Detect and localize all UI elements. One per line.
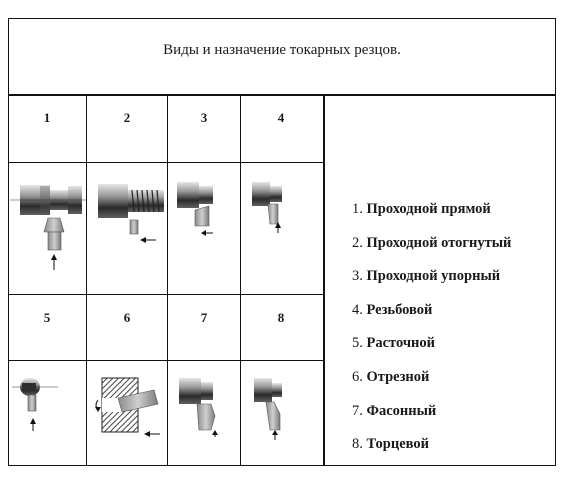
legend-label: Фасонный bbox=[366, 402, 437, 419]
cell-number-1: 1 bbox=[43, 110, 51, 125]
legend-item: 7. Фасонный bbox=[352, 402, 437, 419]
legend-item: 5. Расточной bbox=[352, 335, 436, 352]
tool-illustration-1 bbox=[10, 185, 86, 270]
grid-line bbox=[8, 360, 324, 361]
table-frame bbox=[8, 18, 556, 466]
tool-illustration-6 bbox=[95, 377, 160, 437]
legend-item: 2. Проходной отогнутый bbox=[352, 234, 512, 251]
cell-number-4: 4 bbox=[277, 110, 285, 125]
legend-item: 1. Проходной прямой bbox=[352, 201, 491, 217]
grid-line bbox=[86, 96, 87, 466]
tool-illustration-4 bbox=[252, 182, 282, 233]
cell-number-7: 7 bbox=[200, 310, 208, 325]
legend-item: 4. Резьбовой bbox=[352, 301, 433, 318]
cell-number-2: 2 bbox=[123, 110, 131, 125]
legend-item: 3. Проходной упорный bbox=[352, 268, 501, 285]
tool-illustration-8 bbox=[254, 378, 282, 440]
tool-illustration-2 bbox=[98, 184, 164, 243]
grid-line bbox=[240, 96, 241, 466]
legend-item: 6. Отрезной bbox=[352, 368, 430, 385]
legend-label: Расточной bbox=[366, 335, 436, 352]
legend-list: 1. Проходной прямой 2. Проходной отогнут… bbox=[352, 198, 511, 467]
cell-number-6: 6 bbox=[123, 310, 131, 325]
grid-line bbox=[8, 162, 324, 163]
legend-label: Проходной прямой bbox=[366, 201, 491, 217]
cell-number-8: 8 bbox=[277, 310, 285, 325]
tool-illustration-5 bbox=[12, 378, 58, 431]
tool-illustration-3 bbox=[177, 182, 213, 236]
tool-illustration-7 bbox=[179, 378, 218, 437]
cell-number-5: 5 bbox=[43, 310, 51, 325]
grid-line bbox=[8, 294, 324, 295]
grid-line bbox=[323, 96, 325, 466]
legend-label: Резьбовой bbox=[366, 301, 433, 318]
legend-label: Проходной отогнутый bbox=[366, 234, 512, 251]
cell-number-3: 3 bbox=[200, 110, 208, 125]
legend-item: 8. Торцевой bbox=[352, 436, 429, 453]
title-row: Виды и назначение токарных резцов. bbox=[8, 18, 556, 96]
grid-line bbox=[167, 96, 168, 466]
legend-label: Торцевой bbox=[366, 436, 429, 453]
legend-label: Отрезной bbox=[366, 368, 430, 385]
legend-label: Проходной упорный bbox=[366, 268, 501, 285]
page-title: Виды и назначение токарных резцов. bbox=[163, 41, 401, 58]
